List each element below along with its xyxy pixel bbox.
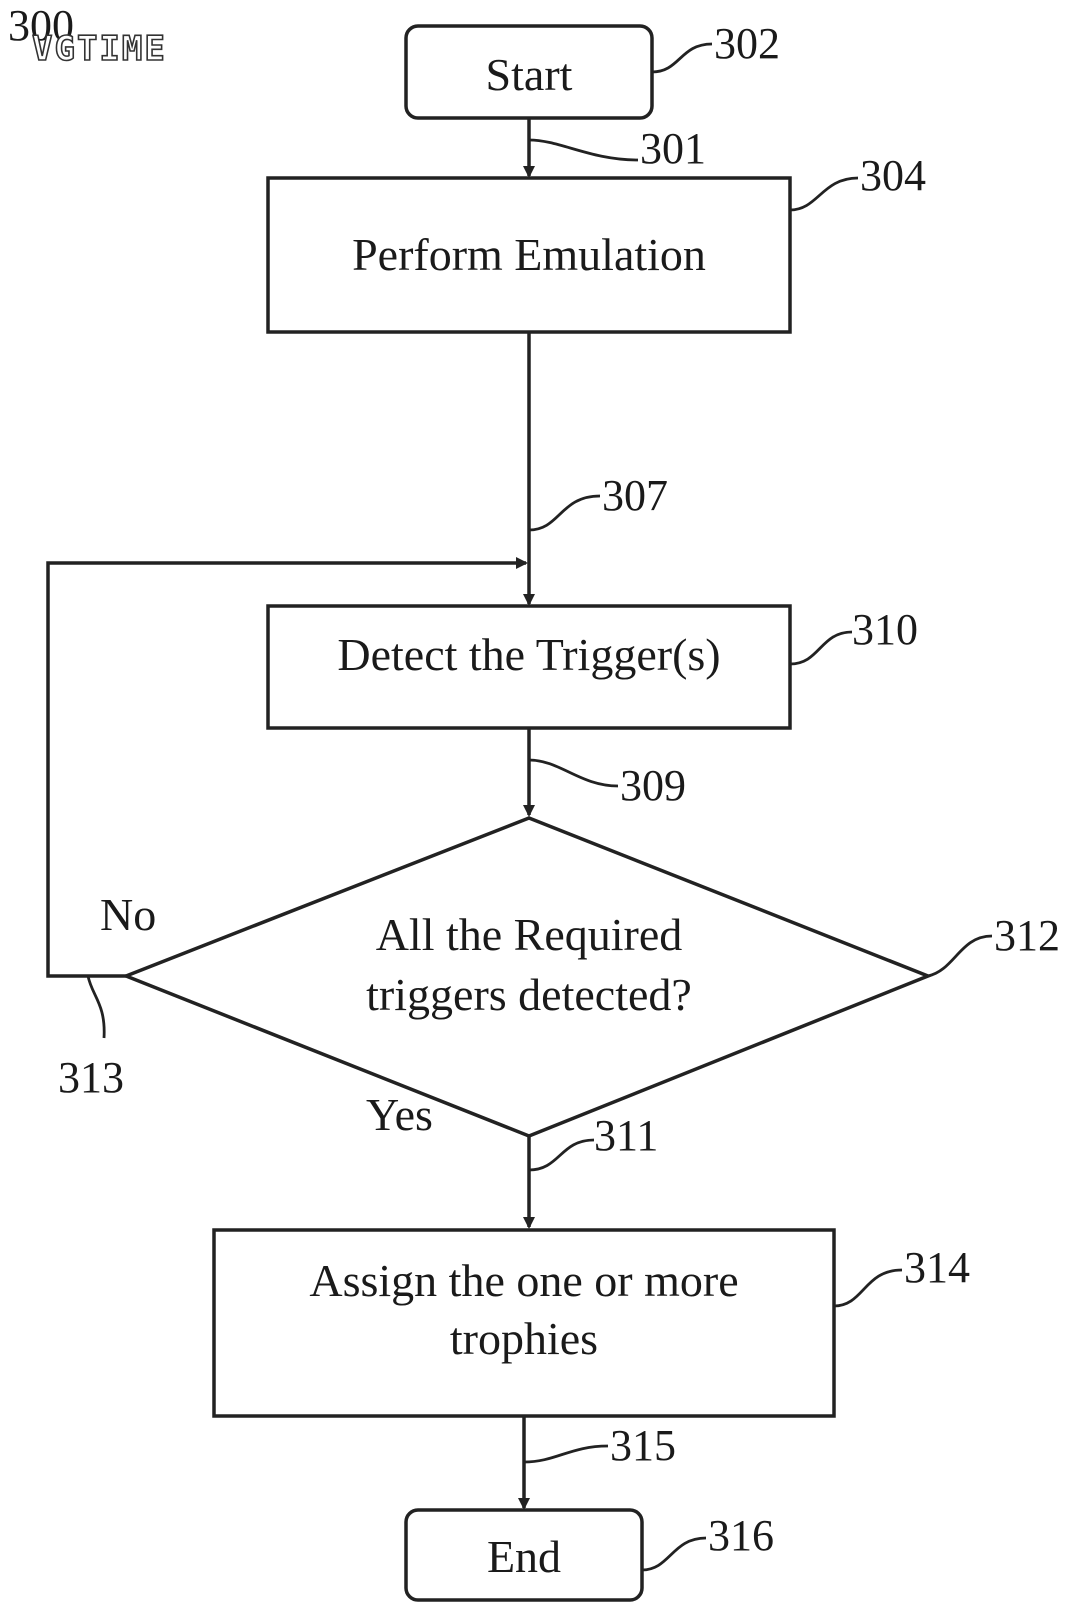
yes-label: Yes bbox=[366, 1089, 433, 1140]
ref-301: 301 bbox=[640, 124, 706, 173]
ref-309: 309 bbox=[620, 761, 686, 810]
ref-307: 307 bbox=[602, 471, 668, 520]
ref-314: 314 bbox=[904, 1243, 970, 1292]
ref-315: 315 bbox=[610, 1421, 676, 1470]
assign-node: Assign the one or more trophies bbox=[212, 1228, 836, 1418]
watermark-logo: VGTIME bbox=[32, 29, 167, 69]
detect-node: Detect the Trigger(s) bbox=[266, 604, 792, 730]
decision-label-line2: triggers detected? bbox=[366, 969, 692, 1020]
decision-node: All the Required triggers detected? bbox=[121, 816, 933, 1138]
assign-label-line2: trophies bbox=[450, 1313, 598, 1364]
start-label: Start bbox=[486, 49, 573, 100]
detect-label: Detect the Trigger(s) bbox=[337, 629, 720, 680]
ref-311: 311 bbox=[594, 1111, 658, 1160]
ref-313: 313 bbox=[58, 1053, 124, 1102]
assign-label-line1: Assign the one or more bbox=[309, 1255, 738, 1306]
ref-304: 304 bbox=[860, 151, 926, 200]
decision-label-line1: All the Required bbox=[376, 909, 683, 960]
ref-302: 302 bbox=[714, 19, 780, 68]
ref-312: 312 bbox=[994, 911, 1060, 960]
end-label: End bbox=[487, 1531, 561, 1582]
emulation-label: Perform Emulation bbox=[352, 229, 706, 280]
ref-310: 310 bbox=[852, 605, 918, 654]
emulation-node: Perform Emulation bbox=[266, 176, 792, 334]
no-label: No bbox=[100, 889, 156, 940]
end-node: End bbox=[404, 1508, 644, 1602]
start-node: Start bbox=[404, 24, 654, 120]
ref-316: 316 bbox=[708, 1511, 774, 1560]
figure-number: 300 bbox=[8, 1, 74, 50]
